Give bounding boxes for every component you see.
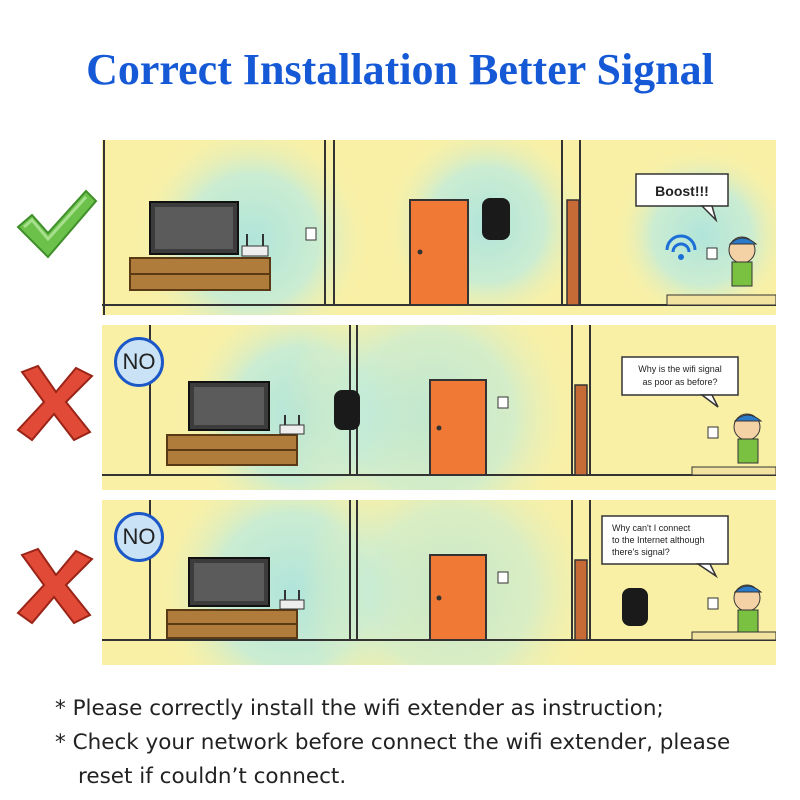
installation-panel-correct: Boost!!! <box>102 140 776 315</box>
speech-bubble-text: to the Internet although <box>612 535 705 545</box>
note-line: * Check your network before connect the … <box>55 730 731 755</box>
speech-bubble-text: Boost!!! <box>655 183 709 199</box>
cross-icon <box>16 364 94 442</box>
speech-bubble-text: there's signal? <box>612 547 670 557</box>
speech-bubble-text: as poor as before? <box>642 377 717 387</box>
no-badge: NO <box>114 337 164 387</box>
note-line: reset if couldn’t connect. <box>78 764 347 789</box>
instruction-notes: * Please correctly install the wifi exte… <box>55 692 785 794</box>
installation-panel-wrong-1: Why is the wifi signal as poor as before… <box>102 325 776 490</box>
speech-bubble-text: Why is the wifi signal <box>638 364 722 374</box>
note-line: * Please correctly install the wifi exte… <box>55 696 664 721</box>
checkmark-icon <box>16 189 98 259</box>
page-title: Correct Installation Better Signal <box>86 45 714 94</box>
no-badge: NO <box>114 512 164 562</box>
cross-icon <box>16 547 94 625</box>
speech-bubble-text: Why can't I connect <box>612 523 691 533</box>
installation-panel-wrong-2: Why can't I connect to the Internet alth… <box>102 500 776 665</box>
